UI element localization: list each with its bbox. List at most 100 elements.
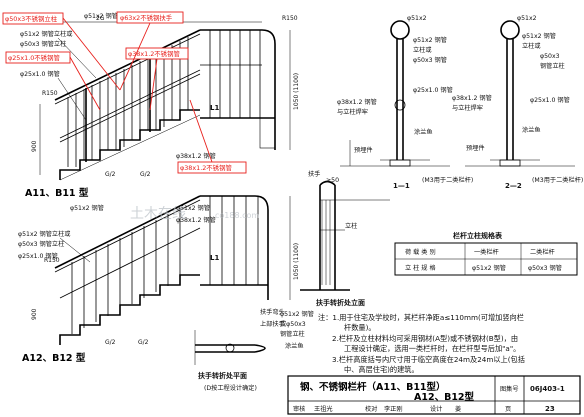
label-s1-rail: φ38x1.2 钢管: [176, 152, 216, 160]
table-cell-0-0: 立 柱 规 格: [405, 264, 436, 272]
label-tl-2: φ51x2 钢管立柱或: [20, 30, 72, 38]
label-ml-3: φ50x3 钢管立柱: [18, 240, 64, 248]
title-block: 钢、不锈钢栏杆（A11、B11型） A12、B12型 图集号 06J403-1 …: [287, 375, 581, 415]
dim-r150-b: R150: [44, 257, 60, 264]
section-1-1: φ51x2 φ51x2 钢管 立柱或 φ50x3 钢管 φ25x1.0 钢管 φ…: [337, 15, 473, 190]
title-handrail-elevation: 扶手转折处立面: [316, 298, 365, 307]
lbl-r-b-8: 涂兰鱼: [522, 126, 541, 134]
lbl-r-b-1: φ51x2 钢管: [522, 32, 556, 40]
lbl-r-a-7: 涂兰鱼: [414, 128, 433, 136]
cut-mark-l1-b: L1: [210, 254, 219, 262]
table-header-2: 二类栏杆: [530, 248, 555, 256]
dim-g-half-1: G/2: [105, 171, 116, 178]
dim-height-900-b: 900: [31, 308, 38, 320]
plan-subtitle: (D按工程设计确定): [204, 384, 257, 392]
lbl-r-b-4: 钢管立柱: [540, 62, 565, 70]
elevation-a12: 1050 (1100) 900 R150 G/2 G/2 L1 φ51x2 钢管…: [18, 195, 300, 364]
watermark-sub: co188.com: [215, 211, 259, 220]
tb-title-1: 钢、不锈钢栏杆（A11、B11型）: [300, 381, 446, 393]
spec-table: 栏杆立柱规格表 荷 载 类 别 一类栏杆 二类栏杆 立 柱 规 格 φ51x2 …: [394, 231, 578, 276]
lbl-r-a-5: φ38x1.2 钢管: [337, 98, 377, 106]
plan-lbl-1: 或φ50x3: [280, 320, 306, 328]
table-cell-0-1: φ51x2 钢管: [472, 264, 506, 272]
handrail-plan: φ51x2 钢管 或φ50x3 钢管立柱 扶手弯头 上部扶手 涂兰鱼 扶手转折处…: [194, 308, 314, 392]
note-line-5: 中、高层住宅)的建筑。: [344, 365, 419, 374]
note-line-3: 工程设计确定，选用一类栏杆时，在栏杆型号后加"a"。: [344, 344, 520, 353]
table-title: 栏杆立柱规格表: [453, 231, 503, 240]
plan-lbl-2: 钢管立柱: [280, 330, 305, 338]
label-tl-3: φ50x3 钢管立柱: [20, 40, 66, 48]
lbl-handrail: 扶手: [308, 170, 320, 178]
dim-g-half-3: G/2: [105, 339, 116, 346]
tb-atlas-no: 06J403-1: [530, 385, 565, 393]
plan-lbl-3: 扶手弯头: [260, 308, 285, 316]
lbl-r-b-5: φ25x1.0 钢管: [530, 96, 570, 104]
section-title-a11: A11、B11 型: [25, 187, 89, 199]
note-line-0: 注：1.用于住宅及学校时，其栏杆净距a≤110mm(可增加竖向栏: [318, 313, 524, 322]
lbl-r-a-2: 立柱或: [413, 46, 432, 54]
m3-note-2: (M3用于二类栏杆): [532, 176, 583, 184]
label-mc-2: φ38x1.2 钢管: [176, 216, 216, 224]
label-mc-1: φ51x2 钢管: [176, 204, 210, 212]
lbl-r-a-1: φ51x2 钢管: [413, 36, 447, 44]
tb-role-3: 李正刚: [384, 405, 403, 413]
elevation-a11: 2G 2G 2G R150 R150 1050 (1100) 900 G/2 G…: [2, 11, 300, 199]
tb-page-no: 23: [545, 405, 555, 413]
tb-role-5: 姜: [455, 405, 461, 413]
section-title-a12: A12、B12 型: [22, 352, 86, 364]
m3-note-1: (M3用于二类栏杆): [422, 176, 473, 184]
tb-role-0: 审核: [293, 405, 305, 413]
table-cell-0-2: φ50x3 钢管: [528, 264, 562, 272]
lbl-r-b-9: 预埋件: [466, 144, 485, 152]
lbl-r-a-3: φ50x3 钢管: [413, 56, 447, 64]
dim-r150-top: R150: [282, 15, 298, 22]
tb-atlas-label: 图集号: [500, 385, 519, 393]
watermark: 土木在线: [130, 206, 186, 222]
note-line-2: 2.栏杆及立柱材料均可采用钢材(A型)或不锈钢材(B型)，由: [332, 334, 518, 343]
dim-height-1050: 1050 (1100): [293, 73, 300, 110]
dim-r150-left: R150: [42, 90, 58, 97]
note-line-1: 杆数量)。: [344, 323, 376, 332]
label-ml-2: φ51x2 钢管立柱或: [18, 230, 70, 238]
lbl-r-b-6: φ38x1.2 钢管: [452, 94, 492, 102]
dim-height-1050-b: 1050 (1100): [293, 243, 300, 280]
tb-role-2: 校对: [365, 405, 377, 413]
tb-title-2: A12、B12型: [414, 391, 475, 403]
section-2-2: φ51x2 φ51x2 钢管 立柱或 φ50x3 钢管立柱 φ25x1.0 钢管…: [452, 15, 583, 190]
plan-lbl-5: 涂兰鱼: [285, 342, 304, 350]
lbl-r-a-0: φ51x2: [407, 15, 427, 22]
cut-mark-l1: L1: [210, 104, 219, 112]
callout-38pipe-b: φ38x1.2不锈钢管: [180, 163, 232, 172]
plan-lbl-0: φ51x2 钢管: [280, 310, 314, 318]
tb-role-4: 设计: [430, 405, 442, 413]
section-label-2-2: 2—2: [505, 182, 522, 190]
dim-g-half-4: G/2: [138, 339, 149, 346]
table-header-0: 荷 载 类 别: [405, 248, 436, 256]
section-label-1-1: 1—1: [393, 182, 410, 190]
table-header-1: 一类栏杆: [474, 248, 499, 256]
label-ml-4: φ25x1.0 钢管: [18, 252, 58, 260]
lbl-r-b-2: 立柱或: [522, 42, 541, 50]
callout-25pipe: φ25x1.0不锈钢管: [8, 53, 60, 62]
label-ml-1: φ51x2 钢管: [70, 204, 104, 212]
handrail-turn-elevation: 扶手 ≥50 立柱 扶手转折处立面: [300, 170, 390, 307]
dim-2g-1: 2G: [96, 15, 105, 22]
lbl-g50: ≥50: [326, 177, 339, 184]
lbl-r-b-0: φ51x2: [517, 15, 537, 22]
notes: 注：1.用于住宅及学校时，其栏杆净距a≤110mm(可增加竖向栏 杆数量)。 2…: [318, 313, 525, 374]
lbl-r-a-4: φ25x1.0 钢管: [413, 86, 453, 94]
lbl-column: 立柱: [345, 222, 357, 230]
dim-height-900: 900: [31, 140, 38, 152]
callout-38pipe-a: φ38x1.2不锈钢管: [128, 49, 180, 58]
tb-role-1: 王祖光: [314, 405, 333, 413]
lbl-r-b-3: φ50x3: [540, 53, 560, 60]
lbl-r-a-8: 预埋件: [354, 146, 373, 154]
note-line-4: 3.栏杆高度括号内尺寸用于临空高度在24m及24m以上(包括: [332, 355, 525, 364]
tb-page-label: 页: [505, 406, 511, 413]
title-handrail-plan: 扶手转折处平面: [198, 371, 247, 380]
callout-handrail: φ63x2不锈钢扶手: [120, 13, 173, 22]
plan-lbl-4: 上部扶手: [260, 320, 285, 328]
label-tl-4: φ25x1.0 钢管: [20, 70, 60, 78]
callout-post: φ50x3不锈钢立柱: [5, 14, 58, 23]
